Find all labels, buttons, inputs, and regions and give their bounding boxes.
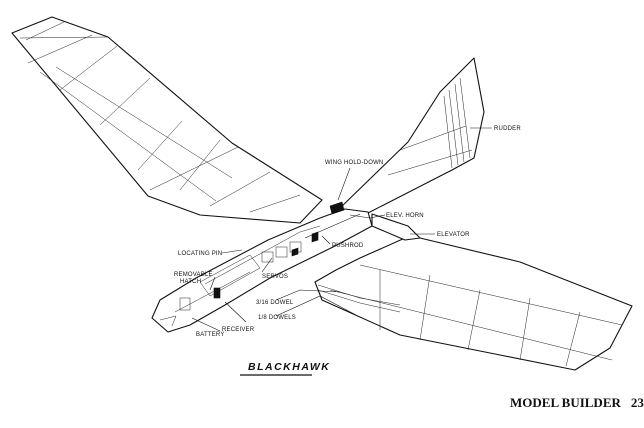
fuselage <box>151 201 373 333</box>
right-wing <box>314 237 633 371</box>
elevator <box>371 213 421 241</box>
page-footer: MODEL BUILDER 23 <box>510 395 644 411</box>
label-dowel-3-16: 3/16 DOWEL <box>256 300 294 306</box>
label-rudder: RUDDER <box>494 126 521 132</box>
label-locating-pin: LOCATING PIN <box>178 251 222 257</box>
drawing-title: BLACKHAWK <box>248 361 330 373</box>
left-wing <box>11 16 323 224</box>
label-servos: SERVOS <box>262 274 288 280</box>
labels: RUDDER WING HOLD-DOWN ELEV. HORN ELEVATO… <box>174 126 521 338</box>
label-receiver: RECEIVER <box>222 327 255 333</box>
title-block: BLACKHAWK <box>240 361 330 376</box>
label-hatch: HATCH <box>180 279 201 285</box>
vertical-fin <box>337 57 485 215</box>
label-elev-horn: ELEV. HORN <box>386 213 424 219</box>
magazine-name: MODEL BUILDER <box>510 395 621 410</box>
label-pushrod: PUSHROD <box>332 243 364 249</box>
label-wing-hold-down: WING HOLD-DOWN <box>325 160 383 166</box>
label-elevator: ELEVATOR <box>437 232 470 238</box>
label-battery: BATTERY <box>196 332 225 338</box>
leader-lines <box>191 127 492 332</box>
label-dowels-1-8: 1/8 DOWELS <box>258 315 296 321</box>
page-number: 23 <box>630 395 644 410</box>
label-removable: REMOVABLE <box>174 272 213 278</box>
